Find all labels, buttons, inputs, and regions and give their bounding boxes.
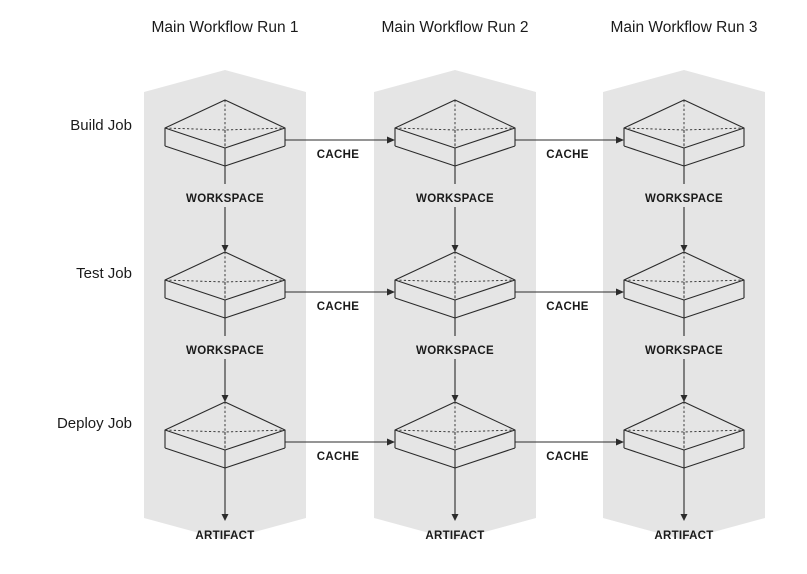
job-box-icon [164, 251, 286, 319]
artifact-label: ARTIFACT [654, 530, 713, 542]
workspace-arrow-head [221, 245, 229, 252]
artifact-arrow-head [221, 514, 229, 521]
cache-label: CACHE [317, 301, 359, 313]
job-box-icon [164, 99, 286, 167]
workspace-arrow-head [451, 395, 459, 402]
cache-arrow-head [387, 136, 395, 144]
artifact-label: ARTIFACT [195, 530, 254, 542]
workspace-arrow-head [680, 395, 688, 402]
row-label-deploy: Deploy Job [57, 415, 132, 432]
cache-arrow-head [387, 288, 395, 296]
job-box-icon [164, 401, 286, 469]
job-boxes [164, 99, 745, 469]
workspace-arrow-head [680, 245, 688, 252]
job-box-icon [394, 251, 516, 319]
artifact-arrow-head [680, 514, 688, 521]
cache-label: CACHE [546, 301, 588, 313]
row-label-test: Test Job [76, 265, 132, 282]
row-label-build: Build Job [70, 117, 132, 134]
workspace-label: WORKSPACE [416, 193, 494, 205]
connectors [221, 136, 688, 521]
column-title-run-1: Main Workflow Run 1 [151, 19, 298, 36]
workspace-label: WORKSPACE [645, 193, 723, 205]
labels: Main Workflow Run 1 Main Workflow Run 2 Ma… [57, 19, 758, 542]
workspace-label: WORKSPACE [186, 345, 264, 357]
workspace-label: WORKSPACE [416, 345, 494, 357]
cache-arrow-head [616, 438, 624, 446]
cache-label: CACHE [317, 149, 359, 161]
job-box-icon [623, 251, 745, 319]
artifact-label: ARTIFACT [425, 530, 484, 542]
workspace-label: WORKSPACE [186, 193, 264, 205]
job-box-icon [394, 99, 516, 167]
artifact-arrow-head [451, 514, 459, 521]
job-box-icon [623, 401, 745, 469]
column-title-run-3: Main Workflow Run 3 [610, 19, 757, 36]
job-box-icon [394, 401, 516, 469]
column-title-run-2: Main Workflow Run 2 [381, 19, 528, 36]
cache-label: CACHE [546, 149, 588, 161]
workspace-arrow-head [221, 395, 229, 402]
job-box-icon [623, 99, 745, 167]
workspace-label: WORKSPACE [645, 345, 723, 357]
cache-label: CACHE [317, 451, 359, 463]
cache-arrow-head [616, 136, 624, 144]
workspace-arrow-head [451, 245, 459, 252]
cache-label: CACHE [546, 451, 588, 463]
cache-arrow-head [616, 288, 624, 296]
cache-arrow-head [387, 438, 395, 446]
